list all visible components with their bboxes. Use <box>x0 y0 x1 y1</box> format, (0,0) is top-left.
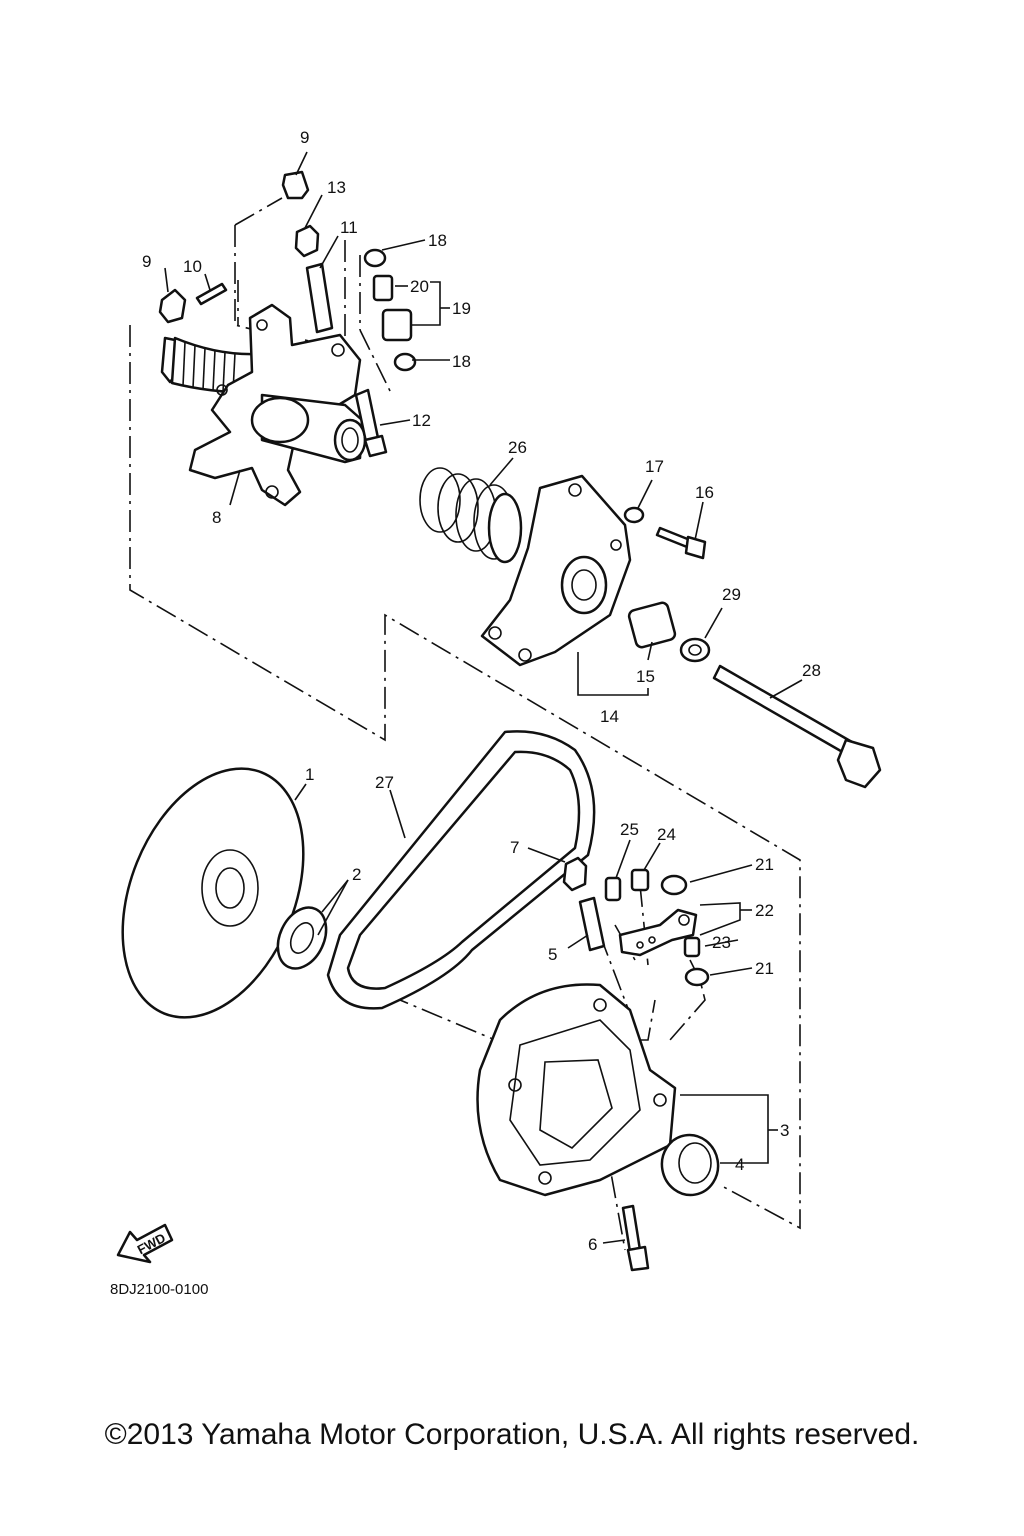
label-27: 27 <box>375 773 394 792</box>
label-29: 29 <box>722 585 741 604</box>
bushing-part-2 <box>276 906 328 970</box>
belt-part-27 <box>326 730 596 1010</box>
spring-part-26 <box>419 467 523 564</box>
small-parts-top <box>158 170 417 458</box>
label-16: 16 <box>695 483 714 502</box>
leader-lines <box>164 151 803 1244</box>
label-17: 17 <box>645 457 664 476</box>
label-1: 1 <box>305 765 314 784</box>
sheave-part-1 <box>121 767 305 1019</box>
label-22: 22 <box>755 901 774 920</box>
label-18b: 18 <box>452 352 471 371</box>
label-19: 19 <box>452 299 471 318</box>
label-7: 7 <box>510 838 519 857</box>
label-23: 23 <box>712 933 731 952</box>
part-labels: 9 13 11 18 9 10 20 19 18 12 26 17 16 8 2… <box>142 128 821 1254</box>
label-9b: 9 <box>142 252 151 271</box>
label-14: 14 <box>600 707 619 726</box>
label-21b: 21 <box>755 959 774 978</box>
label-20: 20 <box>410 277 429 296</box>
diagram-code: 8DJ2100-0100 <box>110 1281 209 1298</box>
label-28: 28 <box>802 661 821 680</box>
fwd-arrow-icon: FWD <box>116 1223 174 1264</box>
bushing-part-4 <box>660 1133 720 1197</box>
label-21a: 21 <box>755 855 774 874</box>
label-3: 3 <box>780 1121 789 1140</box>
label-4: 4 <box>735 1155 744 1174</box>
label-26: 26 <box>508 438 527 457</box>
label-8: 8 <box>212 508 221 527</box>
label-15: 15 <box>636 667 655 686</box>
label-10: 10 <box>183 257 202 276</box>
label-9a: 9 <box>300 128 309 147</box>
label-6: 6 <box>588 1235 597 1254</box>
label-18a: 18 <box>428 231 447 250</box>
clutch-hub-part-8 <box>160 303 367 507</box>
fwd-label: FWD <box>135 1230 168 1257</box>
label-2: 2 <box>352 865 361 884</box>
label-12: 12 <box>412 411 431 430</box>
small-parts-bottom <box>562 856 710 1272</box>
secondary-sheave-part-3 <box>476 983 677 1197</box>
cover-part-14 <box>480 474 677 667</box>
copyright-notice: ©2013 Yamaha Motor Corporation, U.S.A. A… <box>104 1418 920 1451</box>
label-25: 25 <box>620 820 639 839</box>
label-24: 24 <box>657 825 676 844</box>
label-11: 11 <box>340 218 358 237</box>
label-13: 13 <box>327 178 346 197</box>
label-5: 5 <box>548 945 557 964</box>
fasteners-right <box>623 506 882 789</box>
